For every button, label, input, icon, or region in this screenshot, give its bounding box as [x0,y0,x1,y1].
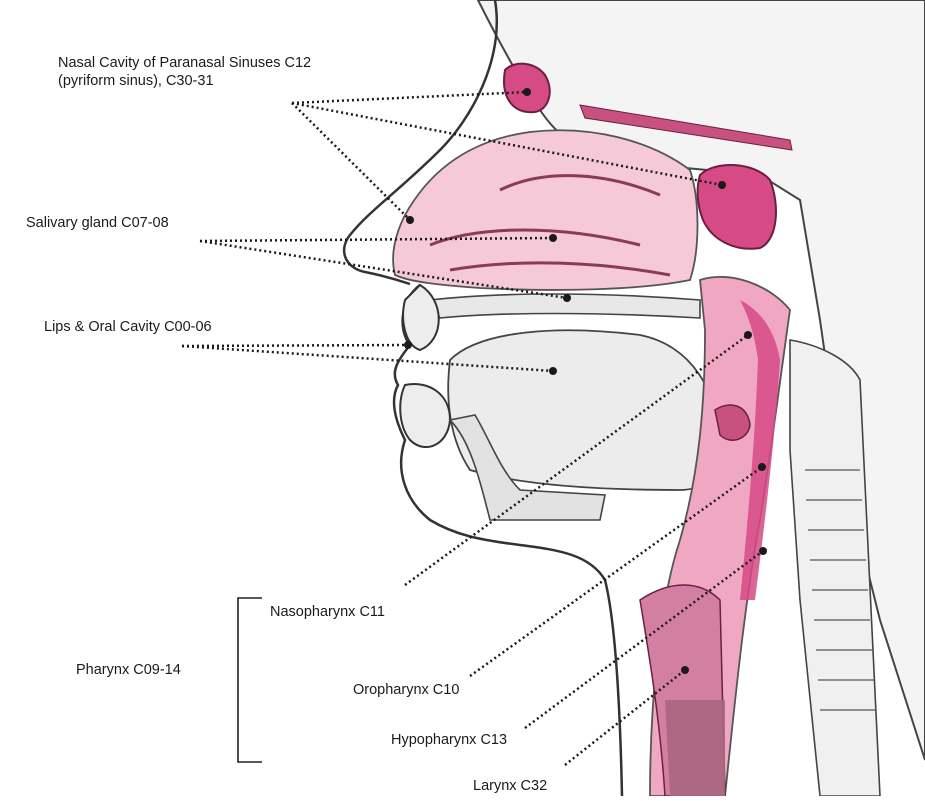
trachea-lower [665,700,725,796]
label-hypopharynx: Hypopharynx C13 [391,731,507,749]
label-lips-oral-cavity: Lips & Oral Cavity C00-06 [44,318,212,336]
label-nasopharynx: Nasopharynx C11 [270,603,385,621]
label-pharynx: Pharynx C09-14 [76,661,181,679]
label-larynx: Larynx C32 [473,777,547,795]
lower-lip [400,384,450,447]
label-nasal-cavity-line1: Nasal Cavity of Paranasal Sinuses C12 [58,54,311,72]
label-nasal-cavity-line2: (pyriform sinus), C30-31 [58,72,214,90]
label-oropharynx: Oropharynx C10 [353,681,459,699]
sphenoid-sinus [698,165,776,249]
label-salivary-gland: Salivary gland C07-08 [26,214,169,232]
epiglottis [715,405,750,440]
nasal-cavity-region [393,130,697,290]
pharynx-bracket [238,598,262,762]
upper-lip [403,285,439,350]
